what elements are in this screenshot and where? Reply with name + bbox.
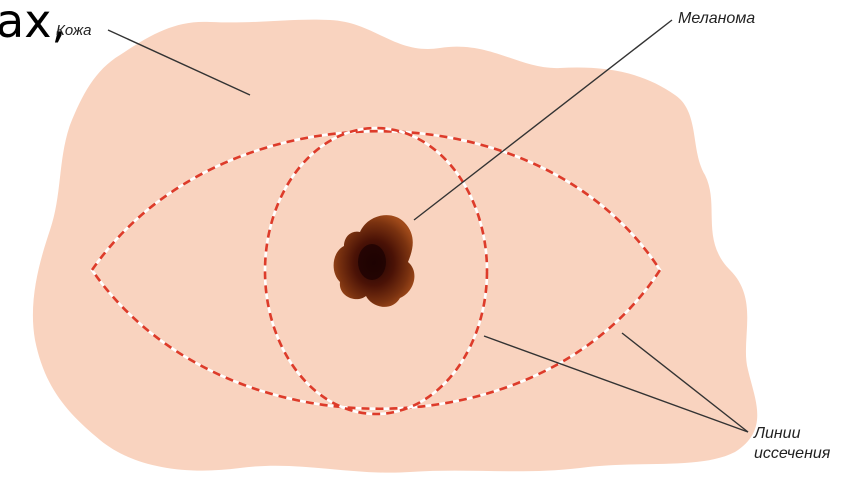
label-excision-lines: Линии иссечения [754, 424, 830, 464]
label-skin: Кожа [56, 22, 92, 39]
label-excision-lines-line1: Линии [754, 424, 830, 444]
label-melanoma: Меланома [678, 10, 755, 28]
label-excision-lines-line2: иссечения [754, 444, 830, 464]
